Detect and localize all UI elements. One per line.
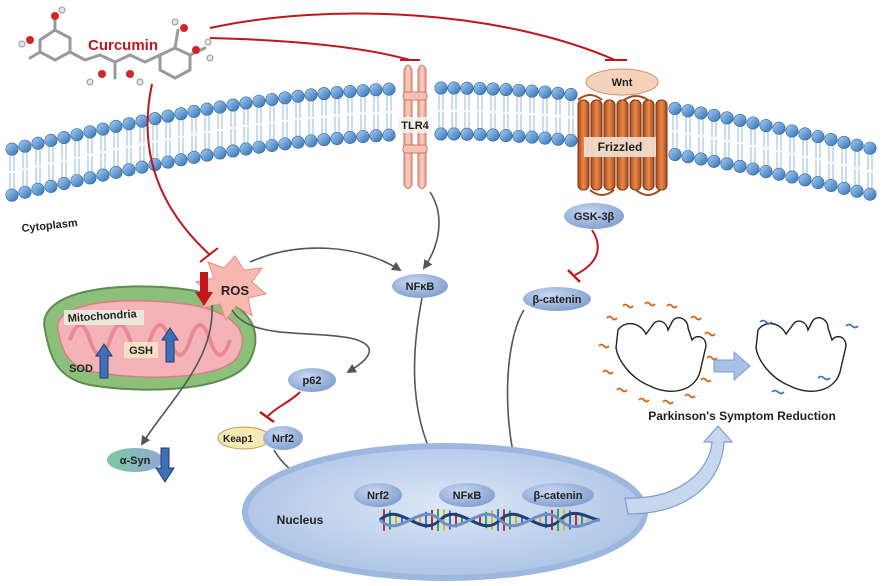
gsk3b-inhibition-line: [574, 229, 599, 276]
p62-protein: [288, 368, 336, 392]
hand-calm-icon: [755, 317, 859, 395]
p62-inhibition-bar: [259, 410, 275, 424]
ros-to-nfkb-arrow: [249, 247, 402, 272]
curcumin-inhibition-lines: [146, 12, 627, 263]
nfkb-nucleus-label: NFκB: [453, 490, 482, 502]
ros-burst-icon: [194, 255, 268, 322]
curcumin-label: Curcumin: [88, 37, 158, 54]
alpha-syn-label: α-Syn: [120, 455, 151, 467]
improvement-arrow-icon: [713, 350, 751, 382]
ros-down-arrow-icon: [195, 272, 213, 306]
gsk3b-protein: [564, 203, 624, 229]
symptom-reduction-label: Parkinson's Symptom Reduction: [648, 409, 836, 423]
mitochondria-label: Mitochondria: [67, 308, 138, 325]
nfkb-cytoplasm-label: NFκB: [406, 281, 435, 293]
cell-membrane: [5, 81, 877, 202]
nrf2-nucleus-label: Nrf2: [367, 490, 389, 502]
p62-label: p62: [303, 375, 322, 387]
nfkb-cytoplasm-protein: [392, 274, 448, 298]
sod-label: SOD: [69, 363, 93, 375]
gsk3b-inhibition-bar: [567, 269, 581, 283]
keap1-label: Keap1: [223, 434, 253, 445]
beta-catenin-nucleus-protein: [522, 483, 594, 507]
gsk3b-label: GSK-3β: [574, 211, 615, 223]
beta-catenin-cytoplasm-protein: [523, 287, 591, 311]
hand-tremor-icon: [598, 301, 718, 405]
alpha-syn-protein: [107, 448, 163, 472]
nfkb-nucleus-protein: [439, 483, 495, 507]
ros-to-p62-arrow: [231, 309, 371, 373]
dna-helix-icon: [378, 509, 601, 531]
nucleus-label: Nucleus: [277, 513, 324, 527]
alpha-syn-down-arrow-icon: [155, 447, 175, 483]
ros-inhibition-bar: [199, 247, 219, 263]
curcumin-to-wnt-inhibition: [209, 12, 616, 61]
sod-up-arrow-icon: [95, 343, 113, 379]
beta-catenin-cytoplasm-label: β-catenin: [533, 294, 582, 306]
nrf2-nucleus-protein: [354, 483, 402, 507]
p62-inhibition-line: [267, 391, 301, 417]
tlr4-to-nfkb-arrow: [422, 191, 440, 270]
tlr4-label: TLR4: [401, 120, 429, 132]
gsh-label: GSH: [129, 345, 153, 357]
curcumin-molecule-icon: [18, 6, 214, 86]
wnt-label: Wnt: [612, 77, 633, 89]
frizzled-label: Frizzled: [598, 140, 643, 154]
gsh-up-arrow-icon: [161, 327, 179, 363]
mito-to-asyn-arrow: [140, 304, 213, 446]
nucleus-to-symptom-arrow: [624, 425, 734, 515]
nrf2-cytoplasm-protein: [263, 426, 303, 450]
nrf2-cytoplasm-label: Nrf2: [272, 433, 294, 445]
beta-catenin-nucleus-label: β-catenin: [534, 490, 583, 502]
curcumin-to-tlr4-inhibition: [209, 37, 411, 61]
cytoplasm-label: Cytoplasm: [21, 217, 78, 235]
wnt-ligand: [585, 68, 659, 96]
curcumin-to-ros-inhibition: [146, 83, 211, 256]
ros-label: ROS: [221, 283, 250, 298]
